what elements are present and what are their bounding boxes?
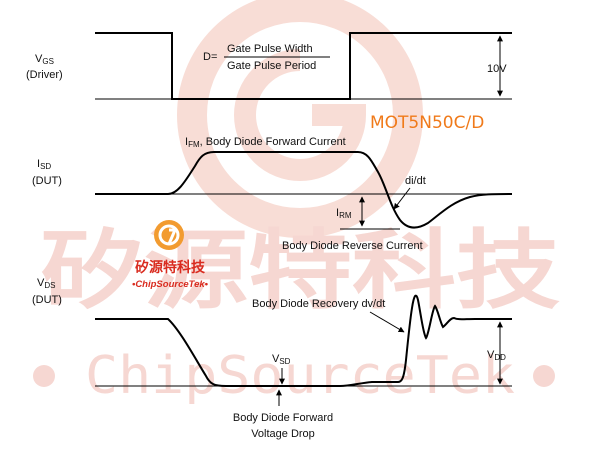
logo-latin: •ChipSourceTek• [132, 279, 209, 290]
irm-label: IRM [336, 207, 352, 220]
watermark: 矽源特科技 ChipSourceTek [33, 0, 560, 406]
duty-cycle-numerator: Gate Pulse Width [227, 43, 313, 55]
isd-dut-label: (DUT) [32, 175, 62, 187]
vds-section: VDS (DUT) Body Diode Recovery dv/dt VSD … [32, 277, 512, 440]
recovery-pointer [369, 311, 405, 333]
logo-chinese: 矽源特科技 [135, 259, 206, 276]
duty-cycle-denominator: Gate Pulse Period [227, 60, 316, 72]
watermark-chinese: 矽源特科技 [40, 221, 560, 321]
vds-dut-label: (DUT) [32, 294, 62, 306]
watermark-dot-right [533, 365, 555, 387]
duty-cycle-lhs: D= [203, 51, 217, 63]
forward-drop-line2: Voltage Drop [251, 428, 315, 440]
isd-section: ISD (DUT) IFM, Body Diode Forward Curren… [32, 136, 513, 252]
vgs-waveform [95, 32, 512, 100]
vgs-amplitude-label: 10V [487, 63, 507, 75]
vsd-label: VSD [272, 353, 291, 366]
ifm-label: IFM, Body Diode Forward Current [185, 136, 346, 149]
vgs-label: VGS [35, 53, 54, 66]
logo-icon [154, 220, 184, 250]
forward-drop-line1: Body Diode Forward [233, 412, 333, 424]
vds-waveform [95, 294, 512, 387]
part-number: MOT5N50C/D [370, 113, 484, 133]
vds-label: VDS [37, 277, 55, 290]
watermark-latin: ChipSourceTek [85, 346, 515, 406]
isd-label: ISD [37, 158, 51, 171]
vgs-driver-label: (Driver) [26, 69, 63, 81]
watermark-logo-icon [177, 0, 423, 238]
vgs-section: VGS (Driver) D= Gate Pulse Width Gate Pu… [26, 32, 512, 100]
company-logo: 矽源特科技 •ChipSourceTek• [132, 220, 209, 290]
reverse-current-label: Body Diode Reverse Current [282, 240, 423, 252]
didt-pointer [393, 187, 411, 210]
recovery-dvdt-label: Body Diode Recovery dv/dt [252, 298, 385, 310]
isd-waveform [95, 151, 513, 229]
didt-label: di/dt [405, 175, 426, 187]
watermark-dot-left [33, 365, 55, 387]
vdd-label: VDD [487, 349, 506, 362]
